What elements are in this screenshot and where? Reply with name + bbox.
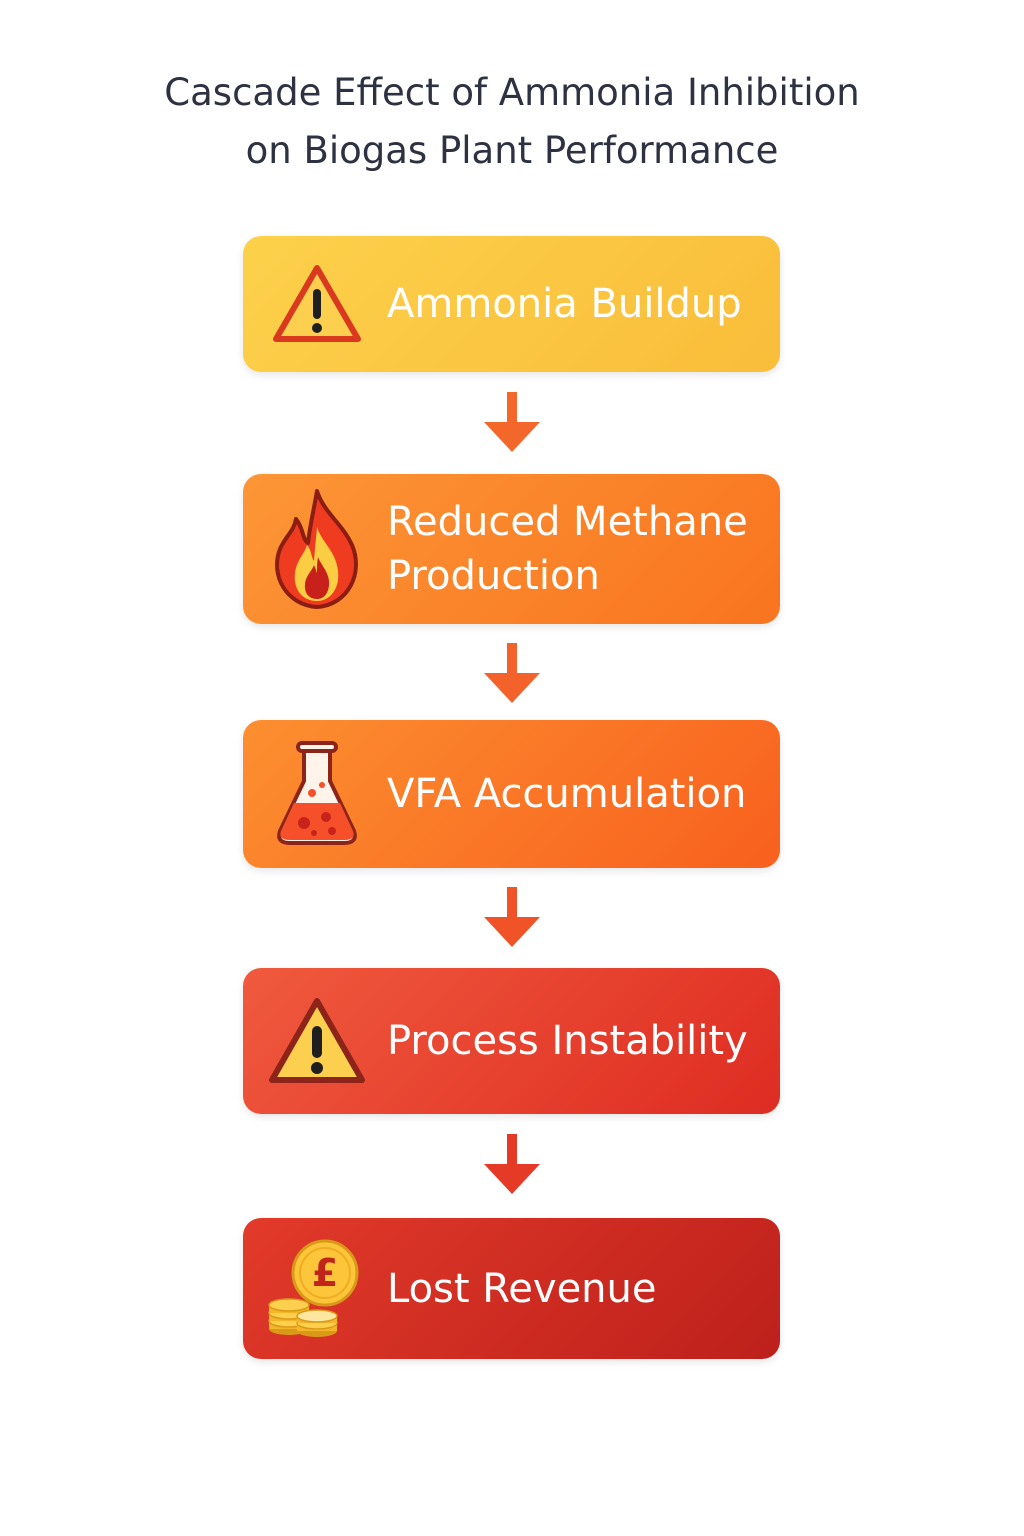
step-lost-revenue: £ Lost Revenue <box>243 1218 780 1359</box>
step-label: Reduced Methane Production <box>387 499 748 599</box>
step-vfa-accumulation: VFA Accumulation <box>243 720 780 868</box>
down-arrow-icon <box>484 1134 540 1194</box>
step-ammonia-buildup: Ammonia Buildup <box>243 236 780 372</box>
step-label: Process Instability <box>387 1018 748 1064</box>
step-label: Ammonia Buildup <box>387 281 742 327</box>
warning-icon <box>267 981 367 1101</box>
flame-icon <box>267 489 367 609</box>
flask-icon <box>267 734 367 854</box>
down-arrow-icon <box>484 643 540 703</box>
diagram-title: Cascade Effect of Ammonia Inhibition on … <box>112 64 912 180</box>
down-arrow-icon <box>484 392 540 452</box>
pound-coins-icon: £ <box>267 1229 367 1349</box>
pound-symbol: £ <box>312 1251 338 1295</box>
coin-stack-right <box>296 1308 338 1337</box>
title-line-1: Cascade Effect of Ammonia Inhibition <box>164 71 860 114</box>
warning-icon <box>267 244 367 364</box>
step-label: Lost Revenue <box>387 1265 657 1312</box>
step-reduced-methane-production: Reduced Methane Production <box>243 474 780 624</box>
step-label: VFA Accumulation <box>387 771 747 817</box>
step-process-instability: Process Instability <box>243 968 780 1114</box>
down-arrow-icon <box>484 887 540 947</box>
title-line-2: on Biogas Plant Performance <box>245 129 779 172</box>
